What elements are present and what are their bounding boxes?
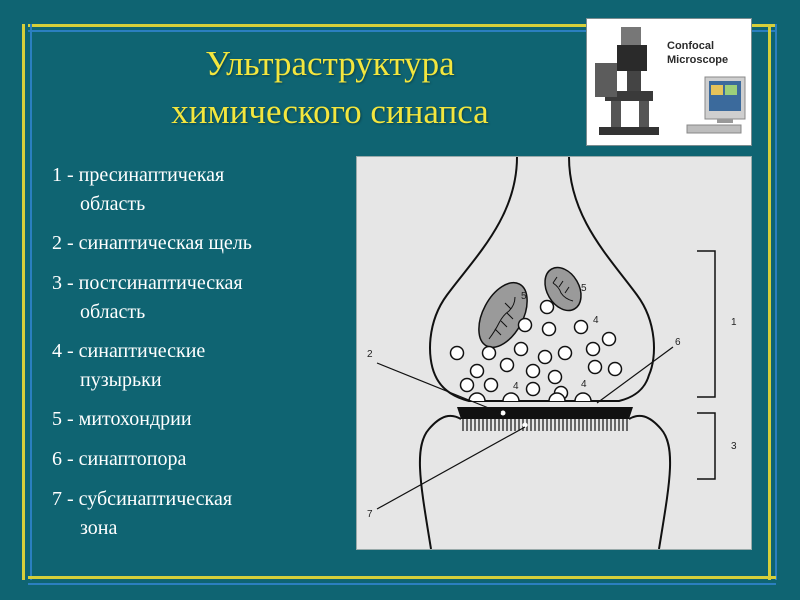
right-decor-line-yellow <box>768 24 771 580</box>
vesicle <box>575 321 588 334</box>
legend-item-5: 5 - митохондрии <box>52 404 352 434</box>
subsynaptic-dot <box>523 423 528 428</box>
vesicle <box>527 365 540 378</box>
microscope-caption-line1: Confocal <box>667 39 747 53</box>
legend-item-3-line2: область <box>52 298 352 326</box>
legend-item-1: 1 - пресинаптичекая область <box>52 160 352 218</box>
synaptopore-dot <box>501 411 506 416</box>
pointer-lines <box>377 347 673 509</box>
legend-list: 1 - пресинаптичекая область 2 - синаптич… <box>52 160 352 552</box>
left-decor-line-yellow <box>22 24 25 580</box>
vesicle <box>539 351 552 364</box>
label-3: 3 <box>731 441 737 452</box>
vesicle <box>587 343 600 356</box>
label-4a: 4 <box>593 315 599 326</box>
label-1: 1 <box>731 317 737 328</box>
confocal-microscope-image: Confocal Microscope <box>586 18 752 146</box>
legend-item-7-line1: 7 - субсинаптическая <box>52 488 232 510</box>
legend-item-2-line1: 2 - синаптическая щель <box>52 232 252 254</box>
label-4c: 4 <box>581 379 587 390</box>
legend-item-2: 2 - синаптическая щель <box>52 228 352 258</box>
vesicle <box>603 333 616 346</box>
vesicle <box>461 379 474 392</box>
synapse-diagram: 1 2 3 4 4 4 5 5 6 7 <box>357 157 751 549</box>
vesicle <box>471 365 484 378</box>
vesicle <box>541 301 554 314</box>
synapse-diagram-panel: 1 2 3 4 4 4 5 5 6 7 <box>356 156 752 550</box>
slide-title-line2: химического синапса <box>110 88 550 136</box>
vesicle <box>527 383 540 396</box>
left-decor-line-blue <box>30 24 32 580</box>
legend-item-4-line1: 4 - синаптические <box>52 340 205 362</box>
legend-item-1-line2: область <box>52 190 352 218</box>
legend-item-6: 6 - синаптопора <box>52 444 352 474</box>
legend-item-6-line1: 6 - синаптопора <box>52 448 186 470</box>
vesicle <box>609 363 622 376</box>
vesicle <box>485 379 498 392</box>
label-7: 7 <box>367 509 373 520</box>
postsynaptic-membrane <box>420 416 670 549</box>
legend-item-3: 3 - постсинаптическая область <box>52 268 352 326</box>
bottom-decor-line-blue <box>28 583 776 585</box>
label-5a: 5 <box>521 291 527 302</box>
vesicle <box>515 343 528 356</box>
vesicle <box>501 359 514 372</box>
subsynaptic-zone <box>463 419 627 431</box>
label-4b: 4 <box>513 381 519 392</box>
slide-title-line1: Ультраструктура <box>110 40 550 88</box>
legend-item-7-line2: зона <box>52 514 352 542</box>
vesicle <box>519 319 532 332</box>
legend-item-3-line1: 3 - постсинаптическая <box>52 272 243 294</box>
bottom-decor-line-yellow <box>28 576 776 579</box>
vesicle <box>483 347 496 360</box>
legend-item-1-line1: 1 - пресинаптичекая <box>52 164 224 186</box>
legend-item-4: 4 - синаптические пузырьки <box>52 336 352 394</box>
vesicle <box>559 347 572 360</box>
slide-title: Ультраструктура химического синапса <box>110 40 550 136</box>
label-6: 6 <box>675 337 681 348</box>
microscope-illustration <box>587 19 751 145</box>
right-decor-line-blue <box>775 24 777 580</box>
label-5b: 5 <box>581 283 587 294</box>
vesicle <box>451 347 464 360</box>
legend-item-4-line2: пузырьки <box>52 366 352 394</box>
active-zone <box>457 407 633 419</box>
vesicle <box>543 323 556 336</box>
microscope-caption: Confocal Microscope <box>667 39 747 67</box>
microscope-caption-line2: Microscope <box>667 53 747 67</box>
legend-item-5-line1: 5 - митохондрии <box>52 408 192 430</box>
mitochondrion-left <box>469 275 537 356</box>
bracket-presynaptic <box>697 251 715 397</box>
label-2: 2 <box>367 349 373 360</box>
vesicle <box>589 361 602 374</box>
bracket-postsynaptic <box>697 413 715 479</box>
vesicle <box>549 371 562 384</box>
legend-item-7: 7 - субсинаптическая зона <box>52 484 352 542</box>
